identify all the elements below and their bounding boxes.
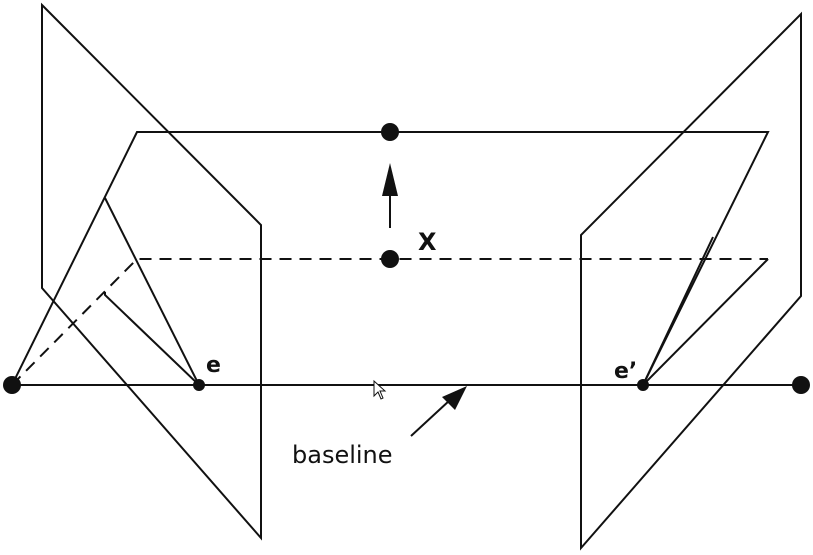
- dashed-ray: [11, 258, 768, 386]
- left-epipolar-line: [104, 197, 200, 386]
- label-epipole-left: e: [206, 353, 221, 378]
- camera-center-left: [3, 376, 21, 394]
- point-top: [381, 123, 399, 141]
- point-x: [381, 250, 399, 268]
- label-epipole-right: e’: [614, 359, 637, 384]
- label-point-x: X: [418, 228, 437, 256]
- baseline-arrow-head: [442, 386, 467, 410]
- left-projection-line: [104, 292, 200, 386]
- epipole-left-point: [193, 379, 205, 391]
- baseline-arrow-shaft: [410, 399, 451, 437]
- right-ray-segment: [642, 258, 769, 386]
- x-arrow-head: [382, 163, 398, 196]
- label-baseline: baseline: [292, 441, 393, 469]
- right-image-plane: [580, 11, 802, 551]
- camera-center-right: [792, 376, 810, 394]
- left-image-plane: [41, 2, 262, 541]
- epipole-right-point: [637, 379, 649, 391]
- mouse-pointer-icon: [373, 379, 387, 400]
- right-epipolar-line: [642, 236, 714, 386]
